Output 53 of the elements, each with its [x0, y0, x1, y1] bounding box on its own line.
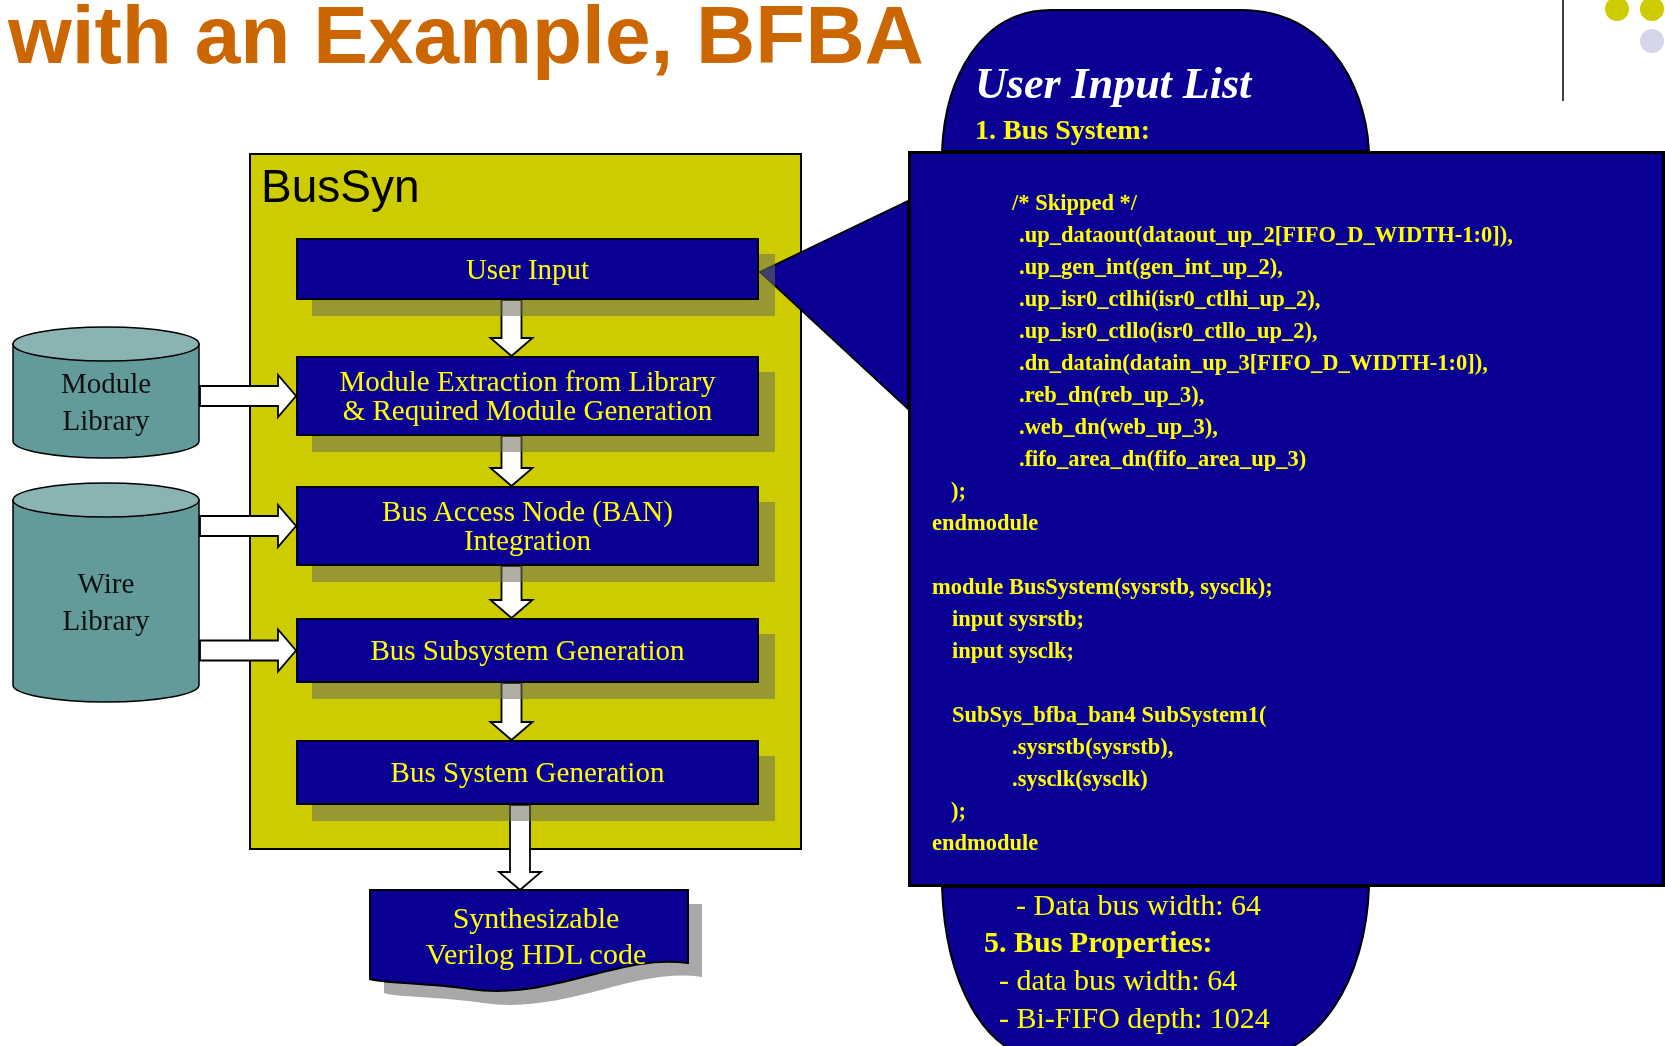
- list-item: 5. Bus Properties:: [984, 925, 1213, 959]
- database-label: Module Library: [59, 366, 153, 438]
- slide-title: with an Example, BFBA: [8, 0, 924, 82]
- code-line: );: [951, 800, 966, 823]
- block-arrow: [496, 804, 544, 892]
- code-line: .up_isr0_ctllo(isr0_ctllo_up_2),: [1019, 320, 1318, 343]
- code-line: .sysrstb(sysrstb),: [1012, 736, 1174, 759]
- code-line: .sysclk(sysclk): [1012, 768, 1148, 791]
- code-line: .dn_datain(datain_up_3[FIFO_D_WIDTH-1:0]),: [1019, 352, 1488, 375]
- block-arrow: [199, 502, 298, 550]
- block-arrow: [199, 627, 298, 674]
- code-line: input sysrstb;: [952, 608, 1084, 631]
- code-line: SubSys_bfba_ban4 SubSystem1(: [952, 704, 1267, 727]
- code-line: .up_gen_int(gen_int_up_2),: [1019, 256, 1283, 279]
- callout-pointer: [758, 199, 909, 412]
- list-item: 1. Bus System:: [975, 114, 1150, 146]
- document-label: Synthesizable Verilog HDL code: [424, 900, 648, 972]
- list-item: - Bi-FIFO depth: 1024: [999, 1001, 1270, 1035]
- code-line: .fifo_area_dn(fifo_area_up_3): [1019, 448, 1307, 471]
- block-arrow: [488, 299, 535, 358]
- document-shape: [370, 890, 702, 1003]
- rounded-list-panel: [941, 887, 1370, 1046]
- code-line: .web_dn(web_up_3),: [1019, 416, 1218, 439]
- process-label: Bus Access Node (BAN) Integration: [381, 497, 674, 555]
- process-label: Bus System Generation: [390, 758, 665, 787]
- code-line: .up_dataout(dataout_up_2[FIFO_D_WIDTH-1:0]),: [1019, 224, 1513, 247]
- database-label: Wire Library: [61, 566, 151, 638]
- rounded-list-panel: [941, 8, 1370, 151]
- panel-title: BusSyn: [261, 159, 420, 213]
- code-line: );: [951, 480, 966, 503]
- process-box: [296, 740, 759, 805]
- process-box: [296, 356, 759, 436]
- process-label: Bus Subsystem Generation: [370, 636, 685, 665]
- block-arrow: [199, 372, 298, 420]
- list-item: - data bus width: 64: [999, 963, 1238, 997]
- list-heading: User Input List: [975, 58, 1252, 109]
- process-label: User Input: [465, 254, 590, 284]
- code-line: .up_isr0_ctlhi(isr0_ctlhi_up_2),: [1019, 288, 1321, 311]
- code-line: module BusSystem(sysrstb, sysclk);: [932, 576, 1273, 599]
- code-line: input sysclk;: [952, 640, 1074, 663]
- code-line: endmodule: [932, 832, 1039, 855]
- block-arrow: [488, 565, 535, 620]
- code-line: /* Skipped */: [1012, 192, 1138, 215]
- code-line: endmodule: [932, 512, 1039, 535]
- code-line: .reb_dn(reb_up_3),: [1019, 384, 1205, 407]
- process-box: [296, 618, 759, 683]
- block-arrow: [488, 682, 535, 742]
- process-label: Module Extraction from Library & Required Module Generation: [338, 367, 717, 425]
- list-item: - Data bus width: 64: [1016, 888, 1261, 922]
- process-group-panel: [249, 153, 802, 850]
- process-box: [296, 486, 759, 566]
- block-arrow: [488, 435, 535, 488]
- process-box: [296, 238, 759, 300]
